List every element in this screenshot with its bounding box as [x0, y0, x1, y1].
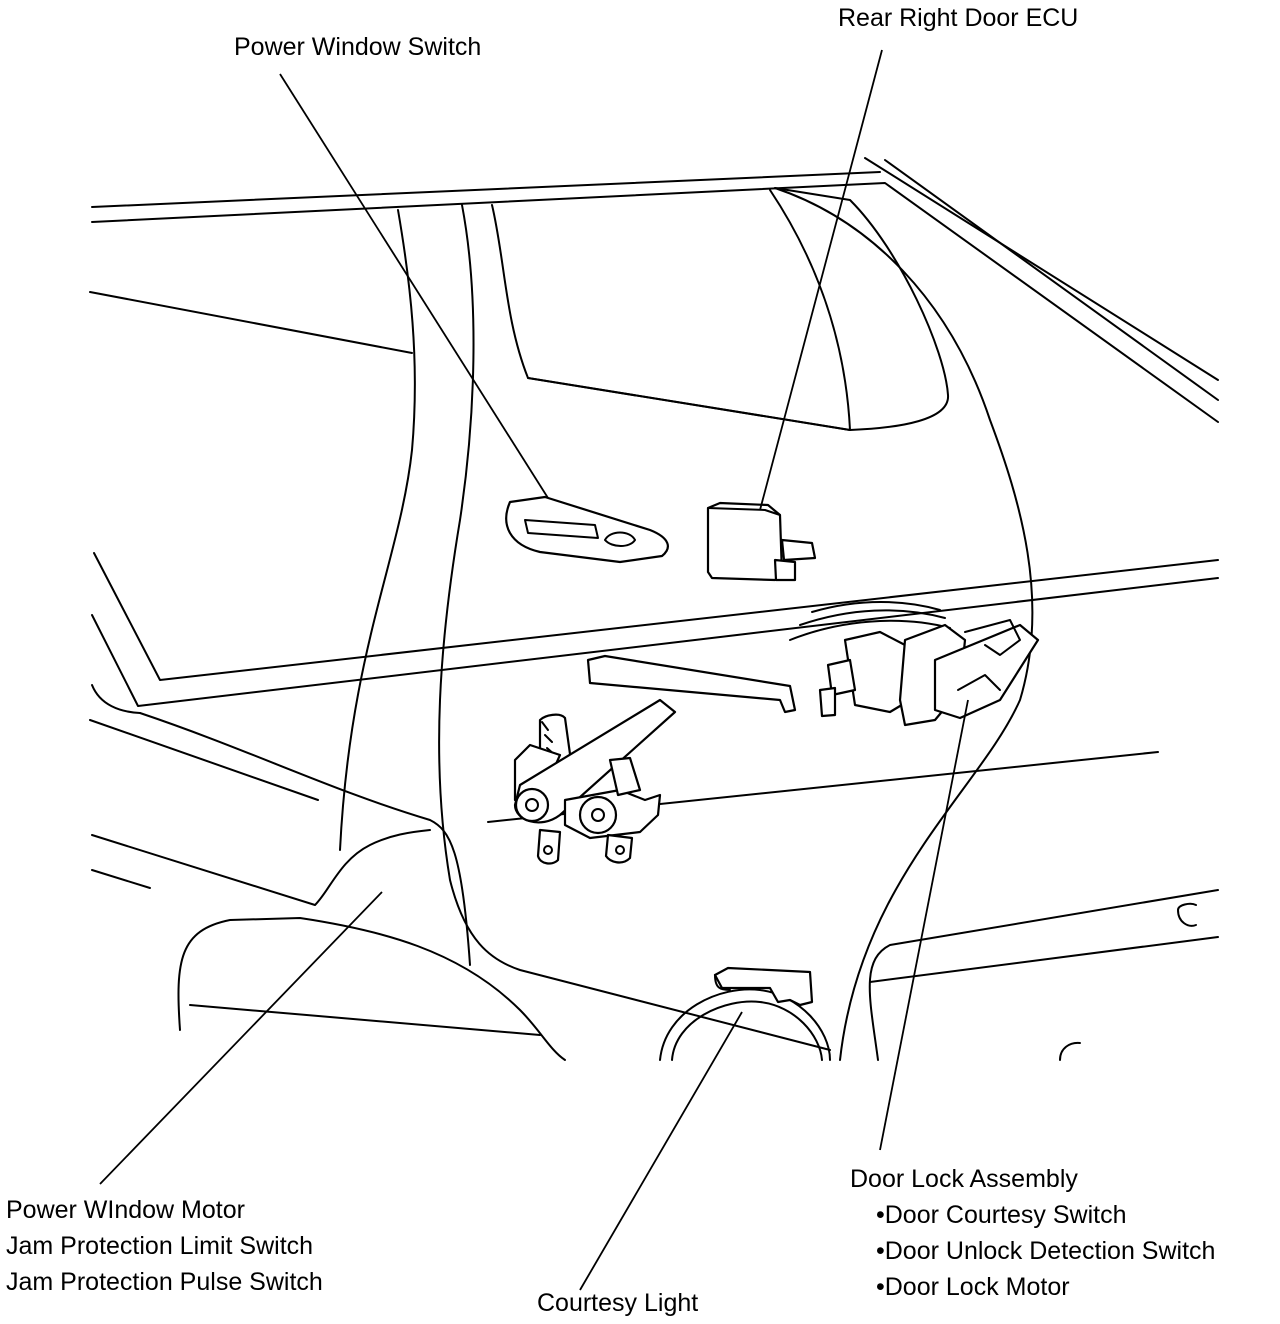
label-rear-right-door-ecu: Rear Right Door ECU: [838, 4, 1079, 32]
label-jam-protection-pulse-switch: Jam Protection Pulse Switch: [6, 1268, 323, 1296]
label-power-window-switch: Power Window Switch: [234, 33, 482, 61]
leader-rear-right-door-ecu: [759, 49, 883, 511]
leader-courtesy-light: [579, 1011, 743, 1291]
leader-lines: [99, 49, 969, 1291]
leader-door-lock-assembly: [879, 699, 969, 1151]
label-door-lock-assembly: Door Lock Assembly: [850, 1165, 1078, 1193]
label-group-power-window-motor: Power WIndow Motor Jam Protection Limit …: [6, 1192, 323, 1300]
glass-channel-part: [586, 654, 797, 714]
label-courtesy-light: Courtesy Light: [537, 1289, 699, 1317]
rear-right-door-ecu-part: [706, 501, 817, 582]
label-group-door-lock-assembly: Door Lock Assembly •Door Courtesy Switch…: [850, 1161, 1215, 1305]
leader-power-window-motor: [99, 891, 383, 1185]
courtesy-light-part: [713, 966, 814, 1007]
body-outline: [89, 157, 1219, 1061]
label-power-window-motor: Power WIndow Motor: [6, 1196, 245, 1224]
window-regulator-motor-part: [513, 698, 677, 865]
label-door-unlock-detection-switch: •Door Unlock Detection Switch: [876, 1237, 1216, 1265]
label-door-courtesy-switch: •Door Courtesy Switch: [876, 1201, 1127, 1229]
leader-power-window-switch: [279, 73, 549, 499]
door-lock-assembly-part: [789, 601, 1040, 727]
label-jam-protection-limit-switch: Jam Protection Limit Switch: [6, 1232, 314, 1260]
label-door-lock-motor: •Door Lock Motor: [876, 1273, 1070, 1301]
power-window-switch-part: [505, 495, 669, 564]
